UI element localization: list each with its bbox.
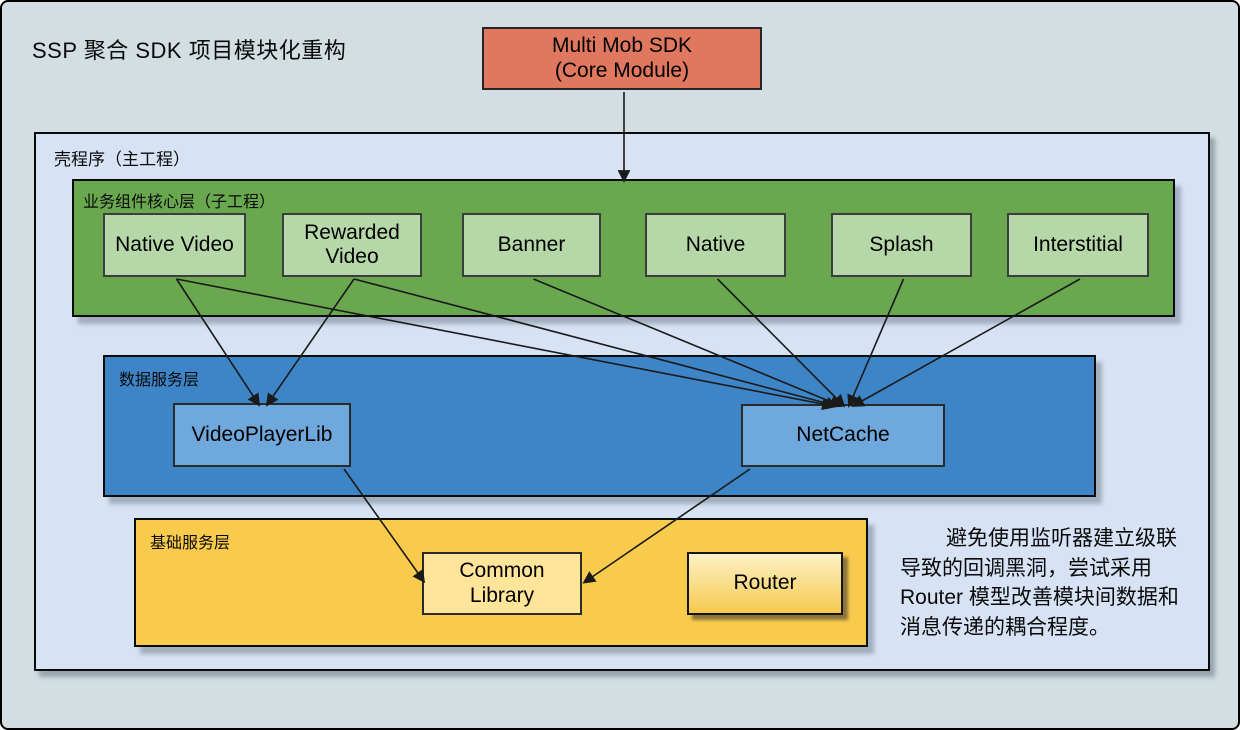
module-label: NetCache bbox=[796, 423, 890, 447]
note-line: 导致的回调黑洞，尝试采用 bbox=[900, 556, 1152, 580]
module-box-rewarded-video: Rewarded Video bbox=[282, 213, 422, 277]
core-module-label-line1: Multi Mob SDK bbox=[551, 34, 693, 58]
note-line: 消息传递的耦合程度。 bbox=[900, 615, 1110, 639]
shell-container: 壳程序（主工程） 业务组件核心层（子工程） Native Video Rewar… bbox=[34, 132, 1210, 671]
page-title: SSP 聚合 SDK 项目模块化重构 bbox=[32, 38, 347, 63]
data-services-layer: 数据服务层 VideoPlayerLib NetCache bbox=[103, 355, 1096, 497]
module-box-native-video: Native Video bbox=[103, 213, 246, 277]
business-layer: 业务组件核心层（子工程） Native Video Rewarded Video… bbox=[72, 179, 1175, 317]
module-label: Splash bbox=[869, 232, 934, 256]
module-label: Router bbox=[733, 571, 797, 595]
module-box-interstitial: Interstitial bbox=[1007, 213, 1149, 277]
note-line: 避免使用监听器建立级联 bbox=[946, 527, 1177, 550]
shell-label: 壳程序（主工程） bbox=[54, 150, 190, 169]
module-box-videoplayerlib: VideoPlayerLib bbox=[173, 403, 351, 467]
core-module-label-line2: (Core Module) bbox=[554, 58, 690, 82]
module-label: Banner bbox=[497, 232, 566, 256]
core-module-box: Multi Mob SDK (Core Module) bbox=[482, 27, 762, 90]
module-label: Rewarded Video bbox=[304, 220, 400, 268]
module-box-router: Router bbox=[687, 552, 843, 615]
module-label: Common Library bbox=[459, 559, 545, 607]
module-box-native: Native bbox=[645, 213, 786, 277]
data-layer-label: 数据服务层 bbox=[119, 372, 200, 389]
base-services-layer: 基础服务层 Common Library Router bbox=[134, 518, 868, 647]
module-label: VideoPlayerLib bbox=[191, 422, 333, 446]
module-box-common-library: Common Library bbox=[422, 552, 582, 615]
annotation-note: 避免使用监听器建立级联 导致的回调黑洞，尝试采用 Router 模型改善模块间数… bbox=[900, 524, 1222, 642]
module-box-splash: Splash bbox=[831, 213, 972, 277]
module-label: Interstitial bbox=[1033, 232, 1123, 256]
note-line: Router 模型改善模块间数据和 bbox=[900, 586, 1179, 609]
module-label: Native bbox=[685, 232, 746, 256]
business-layer-label: 业务组件核心层（子工程） bbox=[83, 194, 276, 211]
module-label: Native Video bbox=[115, 232, 234, 256]
module-box-banner: Banner bbox=[462, 213, 601, 277]
module-box-netcache: NetCache bbox=[741, 404, 945, 467]
base-layer-label: 基础服务层 bbox=[150, 535, 231, 552]
